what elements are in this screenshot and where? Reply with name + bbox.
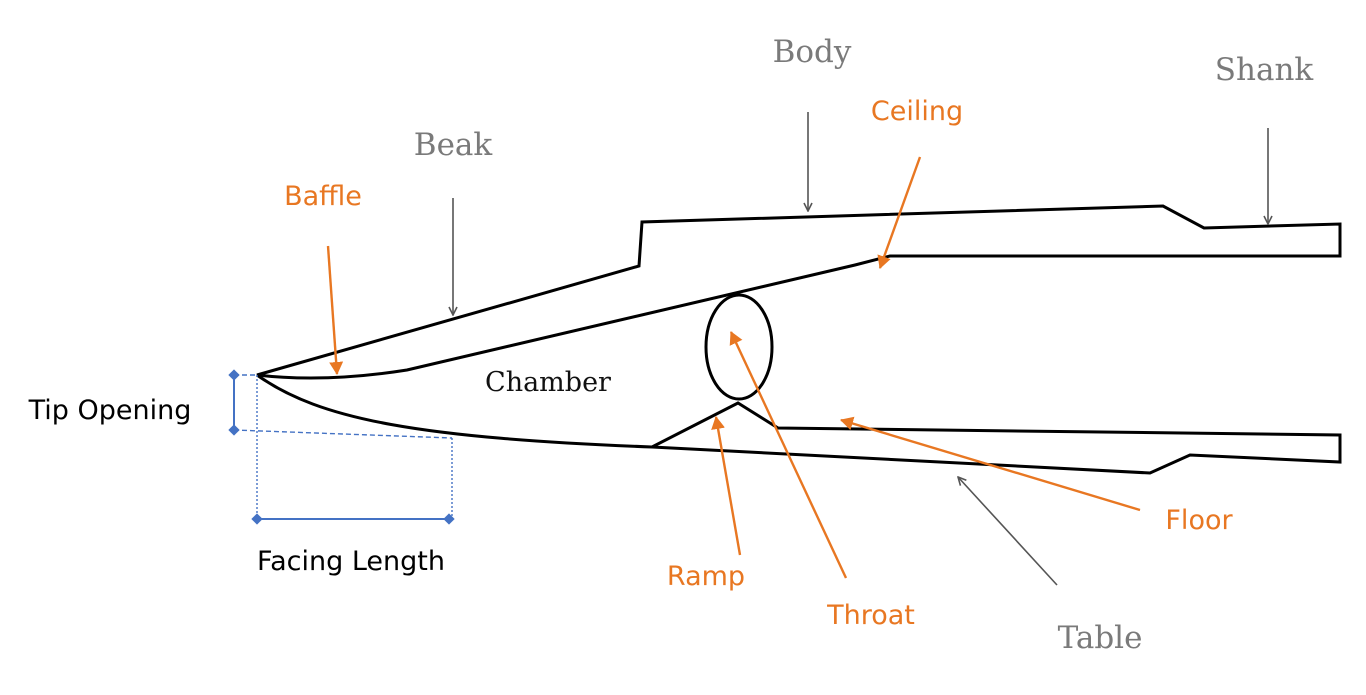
ceiling-label: Ceiling [871, 96, 963, 127]
floor-label: Floor [1165, 505, 1233, 536]
table-arrow [958, 477, 1058, 586]
facing-length-right-marker [443, 513, 455, 525]
baffle-arrow [326, 245, 344, 375]
shank-label: Shank [1215, 52, 1314, 88]
mouthpiece-lower-outline [256, 373, 1342, 475]
tip-opening-label: Tip Opening [28, 395, 192, 426]
ceiling-arrow [877, 156, 922, 269]
throat-ellipse [704, 293, 774, 401]
mouthpiece-outer-outline [256, 204, 1342, 380]
facing-length-label: Facing Length [257, 546, 445, 577]
throat-arrow [729, 331, 848, 579]
table-label: Table [1058, 620, 1143, 656]
ramp-label: Ramp [667, 561, 745, 592]
chamber-label: Chamber [485, 367, 611, 398]
throat-label: Throat [826, 600, 915, 631]
floor-arrow [840, 416, 1141, 512]
ramp-arrow [711, 416, 742, 556]
beak-label: Beak [414, 127, 493, 163]
facing-length-left-marker [251, 513, 263, 525]
body-label: Body [773, 34, 852, 70]
tip-opening-ext-bottom [233, 429, 453, 439]
baffle-label: Baffle [284, 181, 362, 212]
